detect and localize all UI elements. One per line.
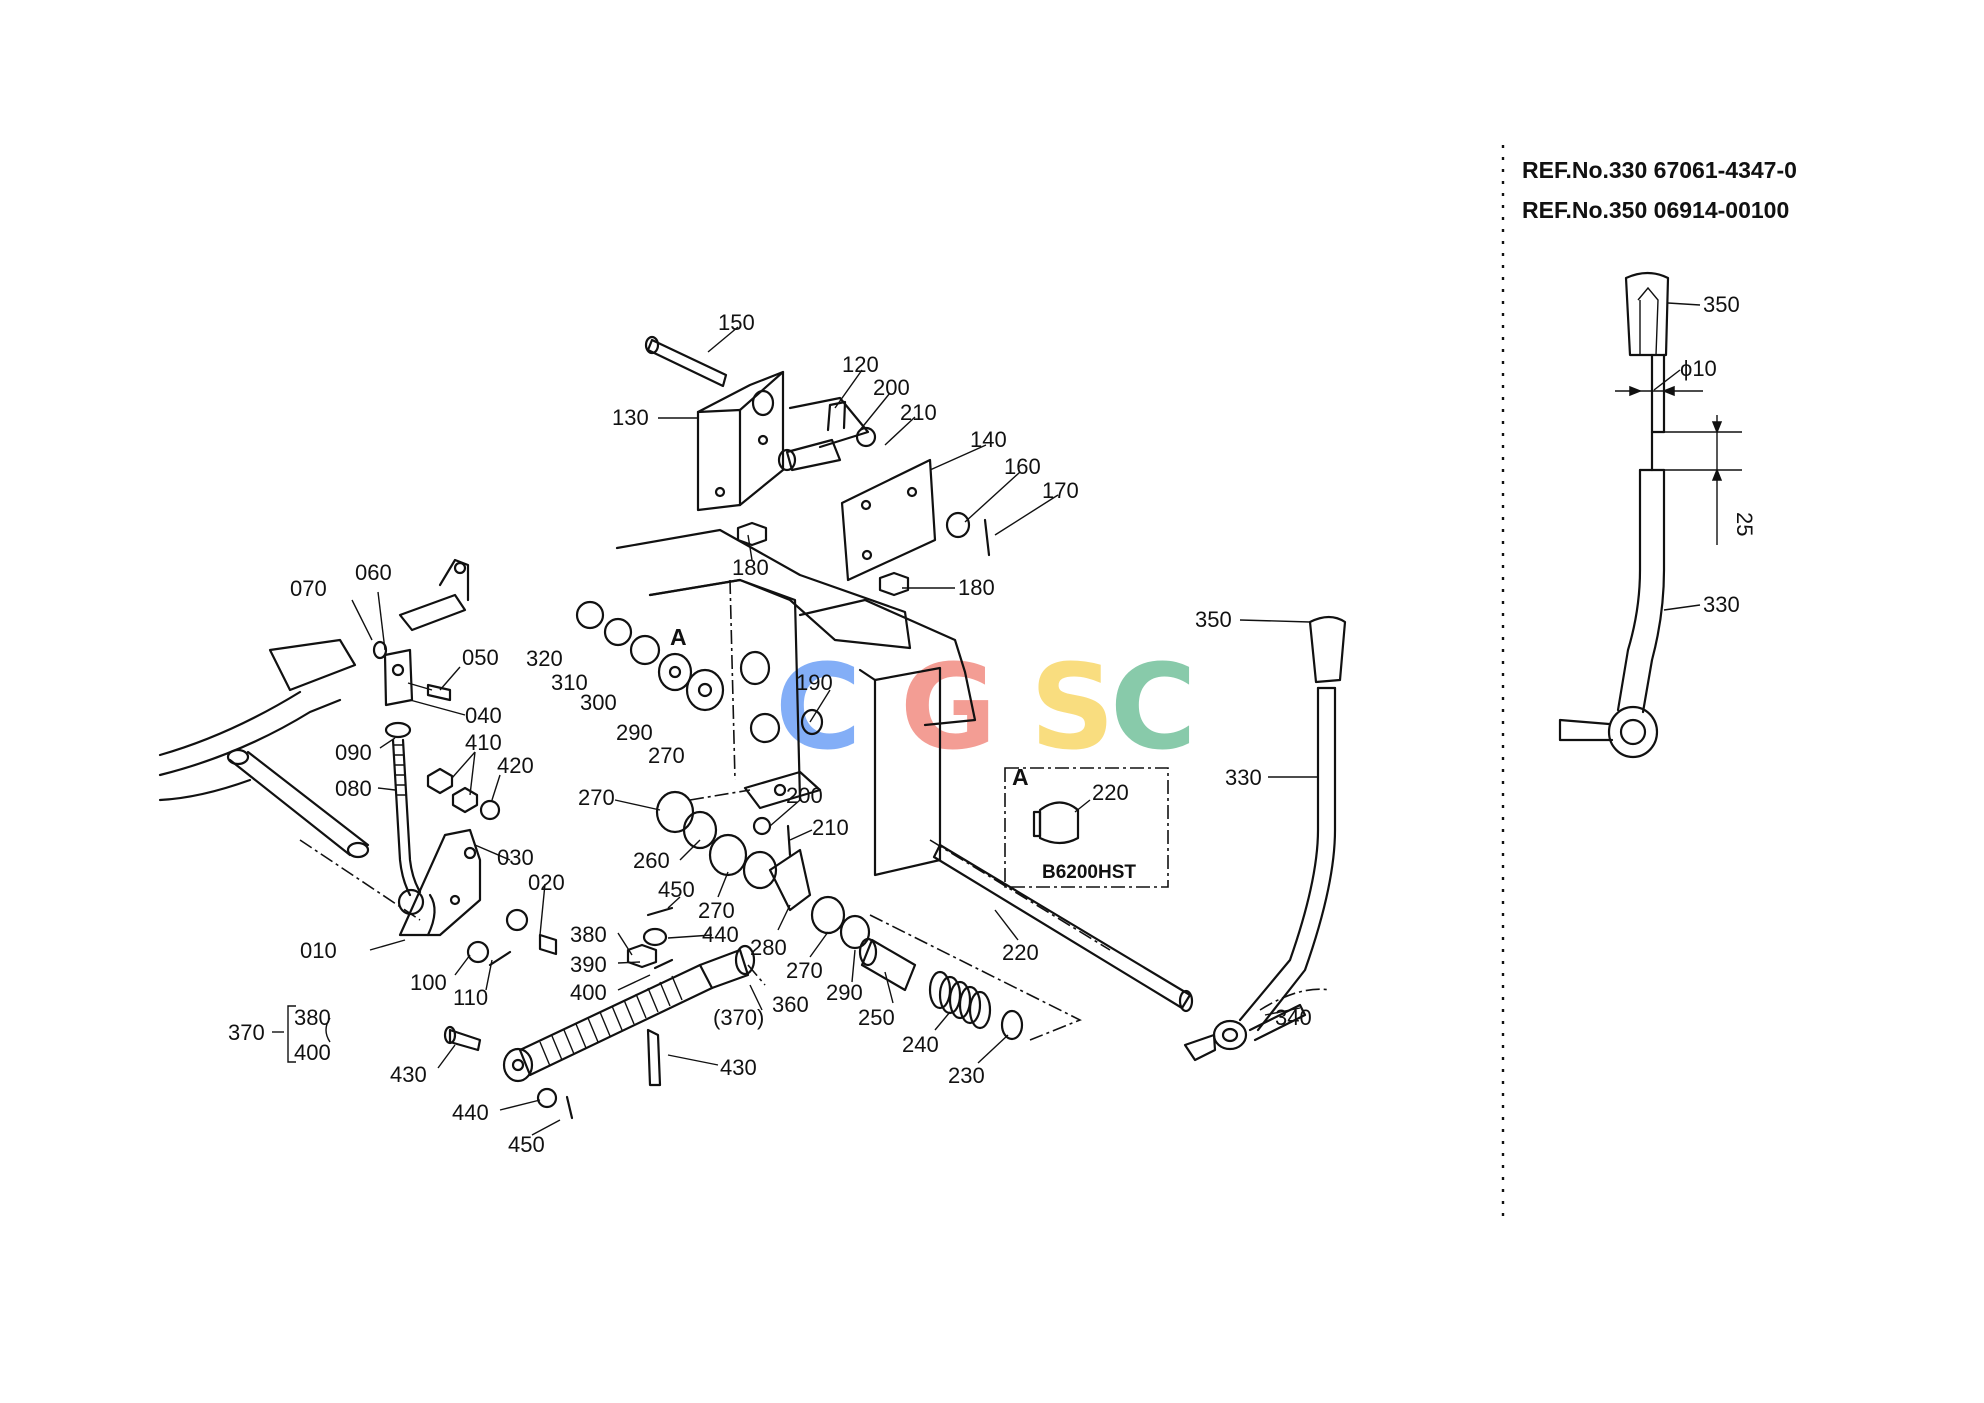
- main-assembly: [158, 335, 1347, 1120]
- callout-label: 270: [786, 958, 823, 983]
- callout-label: 300: [580, 690, 617, 715]
- inset-model-label: B6200HST: [1042, 862, 1136, 883]
- watermark-letter-3: S: [1030, 638, 1115, 776]
- callout-label: 310: [551, 670, 588, 695]
- callout-label: 140: [970, 427, 1007, 452]
- callout-label: 040: [465, 703, 502, 728]
- callout-label: 450: [658, 877, 695, 902]
- callout-label: 210: [900, 400, 937, 425]
- detail-diameter-label: ϕ10: [1680, 356, 1717, 381]
- callout-label: 290: [616, 720, 653, 745]
- group-child-label: 400: [294, 1040, 331, 1065]
- ref-line-1: REF.No.330 67061-4347-0: [1522, 157, 1797, 183]
- callout-label: 180: [732, 555, 769, 580]
- callout-label: 350: [1195, 607, 1232, 632]
- callout-label: 430: [390, 1062, 427, 1087]
- group-bracket: 370 380 400: [228, 1005, 331, 1065]
- callout-label: 060: [355, 560, 392, 585]
- watermark-letter-1: C: [775, 638, 862, 776]
- detail-length-label: 25: [1732, 512, 1757, 536]
- callout-label: 100: [410, 970, 447, 995]
- watermark-letter-4: C: [1110, 638, 1197, 776]
- callout-label: 290: [826, 980, 863, 1005]
- leader-lines: [351, 326, 1318, 1136]
- detail-lever-label: 330: [1703, 592, 1740, 617]
- callout-label: 120: [842, 352, 879, 377]
- callout-label: 270: [648, 743, 685, 768]
- callout-label: 170: [1042, 478, 1079, 503]
- callout-label: 260: [633, 848, 670, 873]
- callout-label: 020: [528, 870, 565, 895]
- callout-label: 190: [796, 670, 833, 695]
- callout-label: 250: [858, 1005, 895, 1030]
- ref-line-2: REF.No.350 06914-00100: [1522, 197, 1789, 223]
- callout-label: 010: [300, 938, 337, 963]
- group-child-label: 380: [294, 1005, 331, 1030]
- detail-lever-drawing: [1558, 271, 1742, 759]
- group-parent-label: 370: [228, 1020, 265, 1045]
- callout-label: 180: [958, 575, 995, 600]
- watermark-letter-2: G: [900, 638, 997, 776]
- callout-label: 080: [335, 776, 372, 801]
- callout-label: 440: [702, 922, 739, 947]
- callout-label: (370): [713, 1005, 764, 1030]
- callout-label: 050: [462, 645, 499, 670]
- callout-label: 450: [508, 1132, 545, 1157]
- callout-label: 220: [1002, 940, 1039, 965]
- callout-label: 030: [497, 845, 534, 870]
- watermark: C G S C: [775, 638, 1197, 776]
- callout-label: 160: [1004, 454, 1041, 479]
- callout-label: 200: [786, 783, 823, 808]
- callout-label: 360: [772, 992, 809, 1017]
- callout-label: 320: [526, 646, 563, 671]
- detail-marker: A: [670, 624, 687, 650]
- inset-part-label: 220: [1092, 780, 1129, 805]
- callout-label: 400: [570, 980, 607, 1005]
- callout-label: 270: [698, 898, 735, 923]
- callout-label: 200: [873, 375, 910, 400]
- callout-label: 420: [497, 753, 534, 778]
- callout-label: 440: [452, 1100, 489, 1125]
- callout-label: 230: [948, 1063, 985, 1088]
- callout-label: 070: [290, 576, 327, 601]
- inset-letter: A: [1012, 764, 1029, 790]
- callout-label: 090: [335, 740, 372, 765]
- callout-label: 390: [570, 952, 607, 977]
- callout-label: 340: [1275, 1005, 1312, 1030]
- callout-label: 240: [902, 1032, 939, 1057]
- callout-label: 150: [718, 310, 755, 335]
- callout-label: 280: [750, 935, 787, 960]
- detail-knob-label: 350: [1703, 292, 1740, 317]
- callout-label: 430: [720, 1055, 757, 1080]
- callout-label: 210: [812, 815, 849, 840]
- callout-label: 130: [612, 405, 649, 430]
- callout-label: 270: [578, 785, 615, 810]
- callout-label: 330: [1225, 765, 1262, 790]
- callout-labels: 150 120 200 210 130 140 160 170 180 180 …: [290, 310, 1312, 1157]
- callout-label: 410: [465, 730, 502, 755]
- callout-label: 110: [453, 985, 488, 1010]
- callout-label: 380: [570, 922, 607, 947]
